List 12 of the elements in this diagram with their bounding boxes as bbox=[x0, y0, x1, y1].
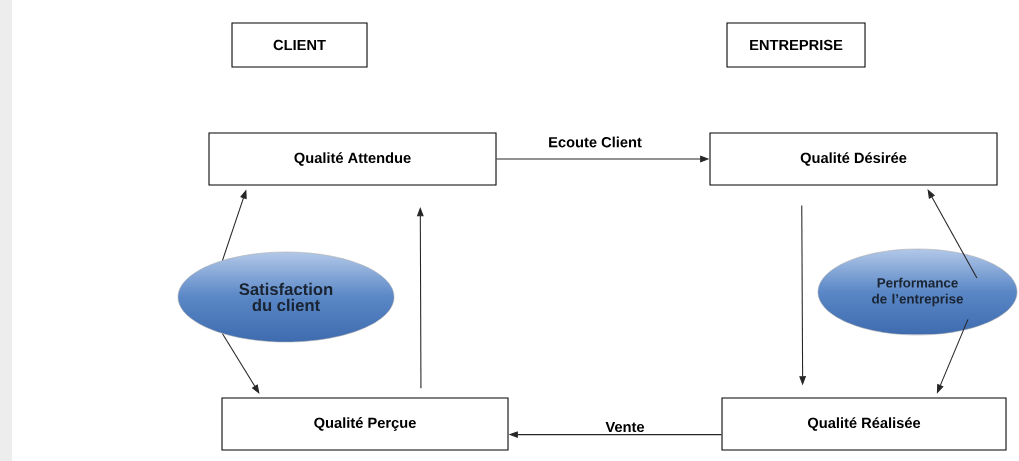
label-box: Qualité Réalisée bbox=[721, 397, 1007, 451]
ellipse-bubble: Satisfaction du client bbox=[177, 251, 395, 343]
arrow bbox=[221, 333, 260, 394]
label-box: Qualité Perçue bbox=[221, 397, 509, 451]
arrow bbox=[927, 189, 978, 279]
edge-label: Ecoute Client bbox=[546, 135, 644, 149]
label-box: Qualité Attendue bbox=[208, 132, 497, 186]
ellipse-bubble: Performance de l’entreprise bbox=[817, 248, 1018, 336]
label-box: CLIENT bbox=[231, 22, 368, 68]
label-box: Qualité Désirée bbox=[709, 132, 998, 186]
label-box: ENTREPRISE bbox=[726, 22, 866, 68]
edge-label: Vente bbox=[604, 420, 646, 434]
